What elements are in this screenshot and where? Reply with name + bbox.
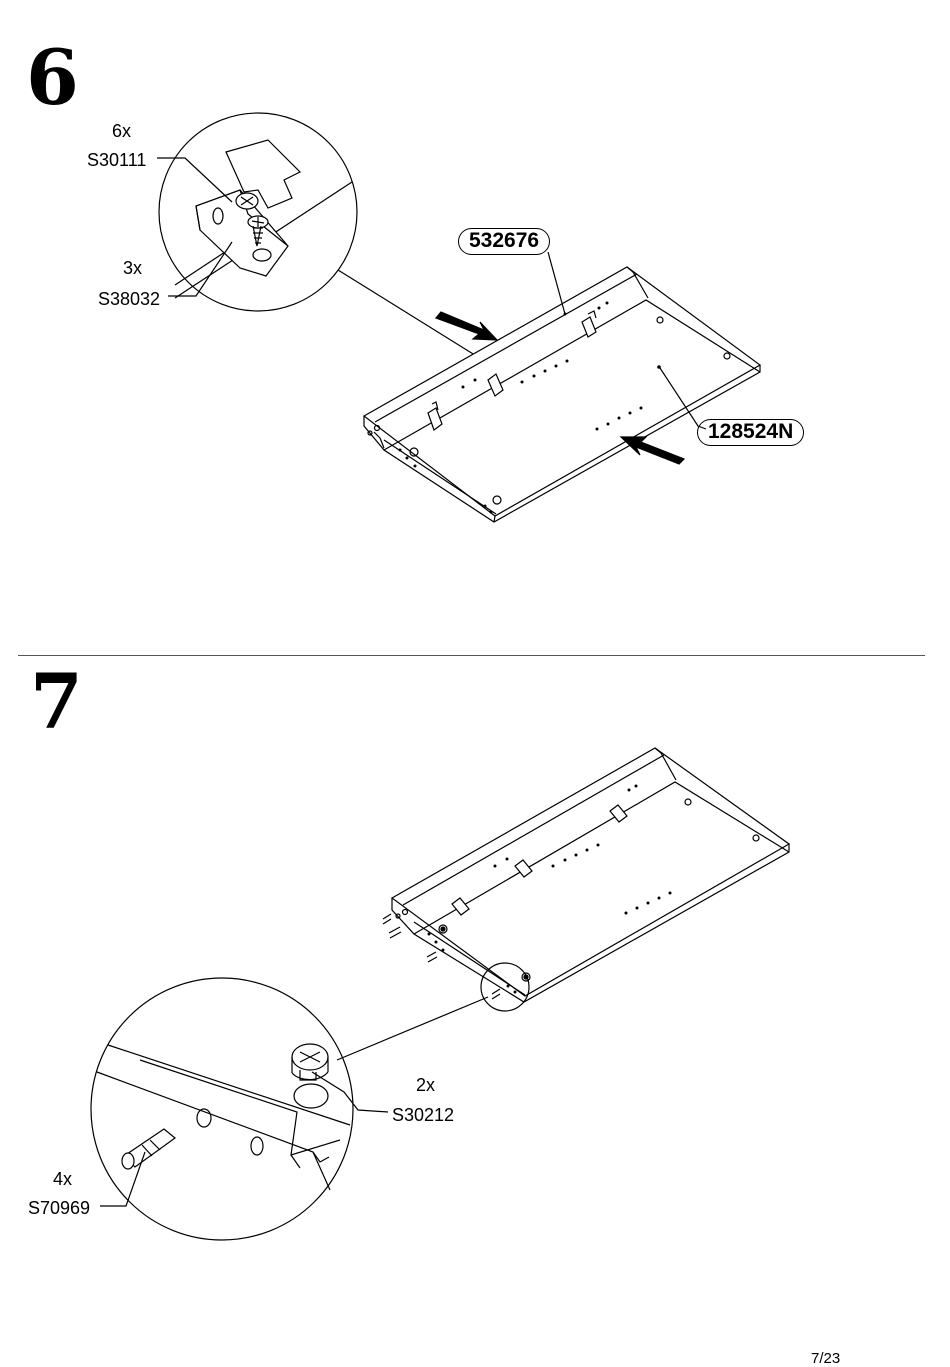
step-divider	[18, 655, 925, 656]
callout-code-s38032: S38032	[98, 289, 161, 309]
step-6-detail-circle	[158, 112, 358, 312]
part-label-532676: 532676	[458, 228, 551, 255]
screw-icon	[235, 192, 269, 247]
callout-qty-s38032: 3x	[123, 258, 143, 278]
step-7-detail-circle	[90, 977, 354, 1241]
cam-lock-icon	[291, 1043, 329, 1109]
dowel-detail-icon	[121, 1128, 176, 1170]
page-number: 7/23	[811, 1350, 841, 1367]
step-7-number: 7	[30, 657, 83, 746]
step-6-board	[362, 266, 762, 523]
dowel-icon	[382, 913, 501, 1000]
callout-code-s30111: S30111	[87, 150, 147, 170]
callout-qty-s30111: 6x	[112, 121, 132, 141]
callout-code-s70969: S70969	[28, 1198, 91, 1218]
step-7-board	[390, 747, 791, 1003]
callout-qty-s30212: 2x	[416, 1075, 436, 1095]
callout-code-s30212: S30212	[392, 1105, 455, 1125]
part-label-128524n: 128524N	[697, 419, 805, 446]
callout-qty-s70969: 4x	[53, 1169, 73, 1189]
step-6-number: 6	[26, 33, 79, 122]
